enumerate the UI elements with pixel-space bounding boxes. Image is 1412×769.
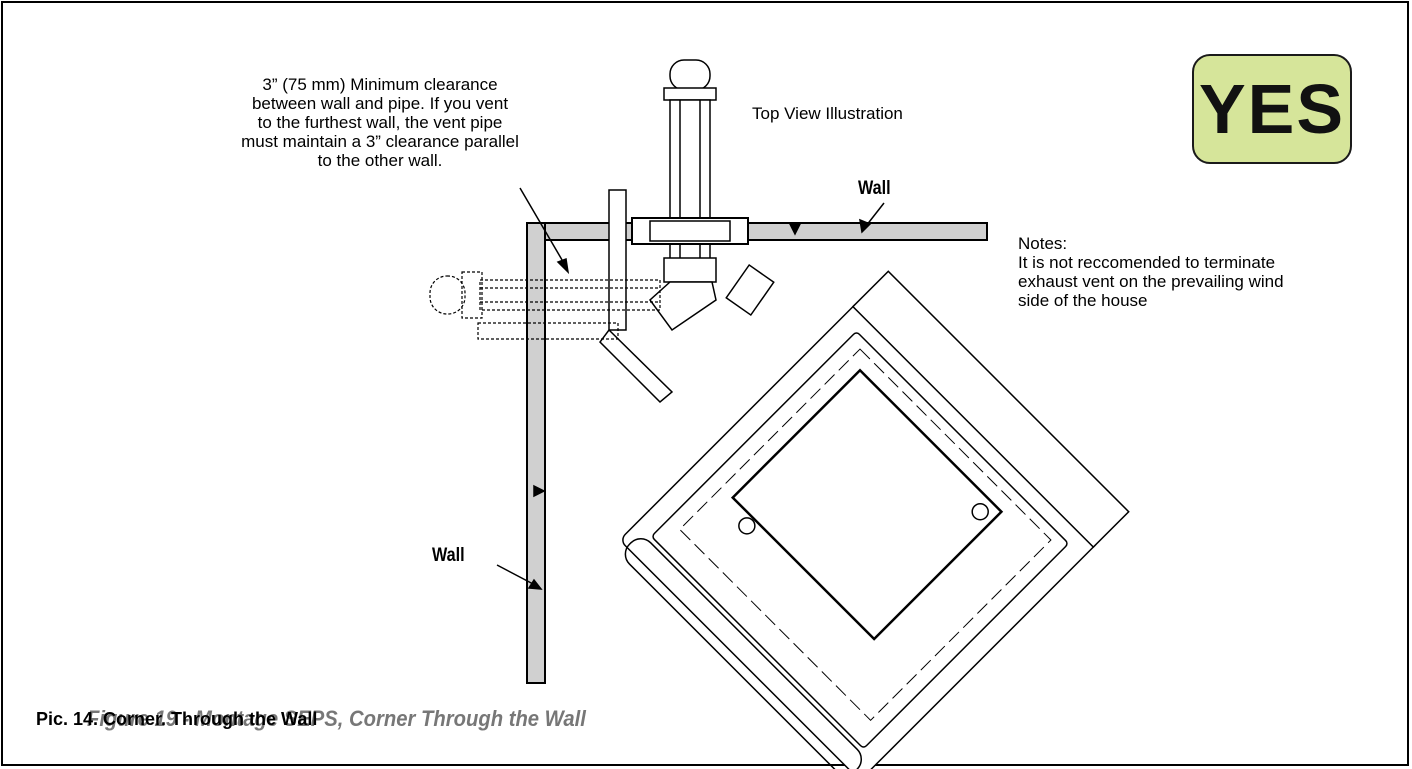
top-wall bbox=[526, 222, 988, 241]
yes-badge-label: YES bbox=[1198, 70, 1346, 148]
vertical-vent-pipe bbox=[631, 59, 775, 332]
left-wall bbox=[526, 222, 546, 684]
angled-connector bbox=[599, 328, 674, 404]
wall-label-left: Wall bbox=[432, 545, 465, 566]
stove-top-view bbox=[622, 270, 1130, 769]
picture-caption: Pic. 14. Corner. Through the Wall bbox=[36, 709, 318, 729]
notes-text: Notes: It is not reccomended to terminat… bbox=[1018, 234, 1284, 310]
wall-label-top: Wall bbox=[858, 178, 891, 199]
wall-sleeve bbox=[608, 189, 627, 331]
leader-arrows bbox=[496, 187, 885, 590]
view-title: Top View Illustration bbox=[752, 104, 903, 123]
figure-caption: Figure 19 - Montage SEPS, Corner Through… bbox=[87, 706, 586, 731]
yes-badge: YES bbox=[1192, 54, 1352, 164]
alternate-vent-path bbox=[429, 271, 661, 340]
clearance-note: 3” (75 mm) Minimum clearance between wal… bbox=[241, 75, 519, 170]
